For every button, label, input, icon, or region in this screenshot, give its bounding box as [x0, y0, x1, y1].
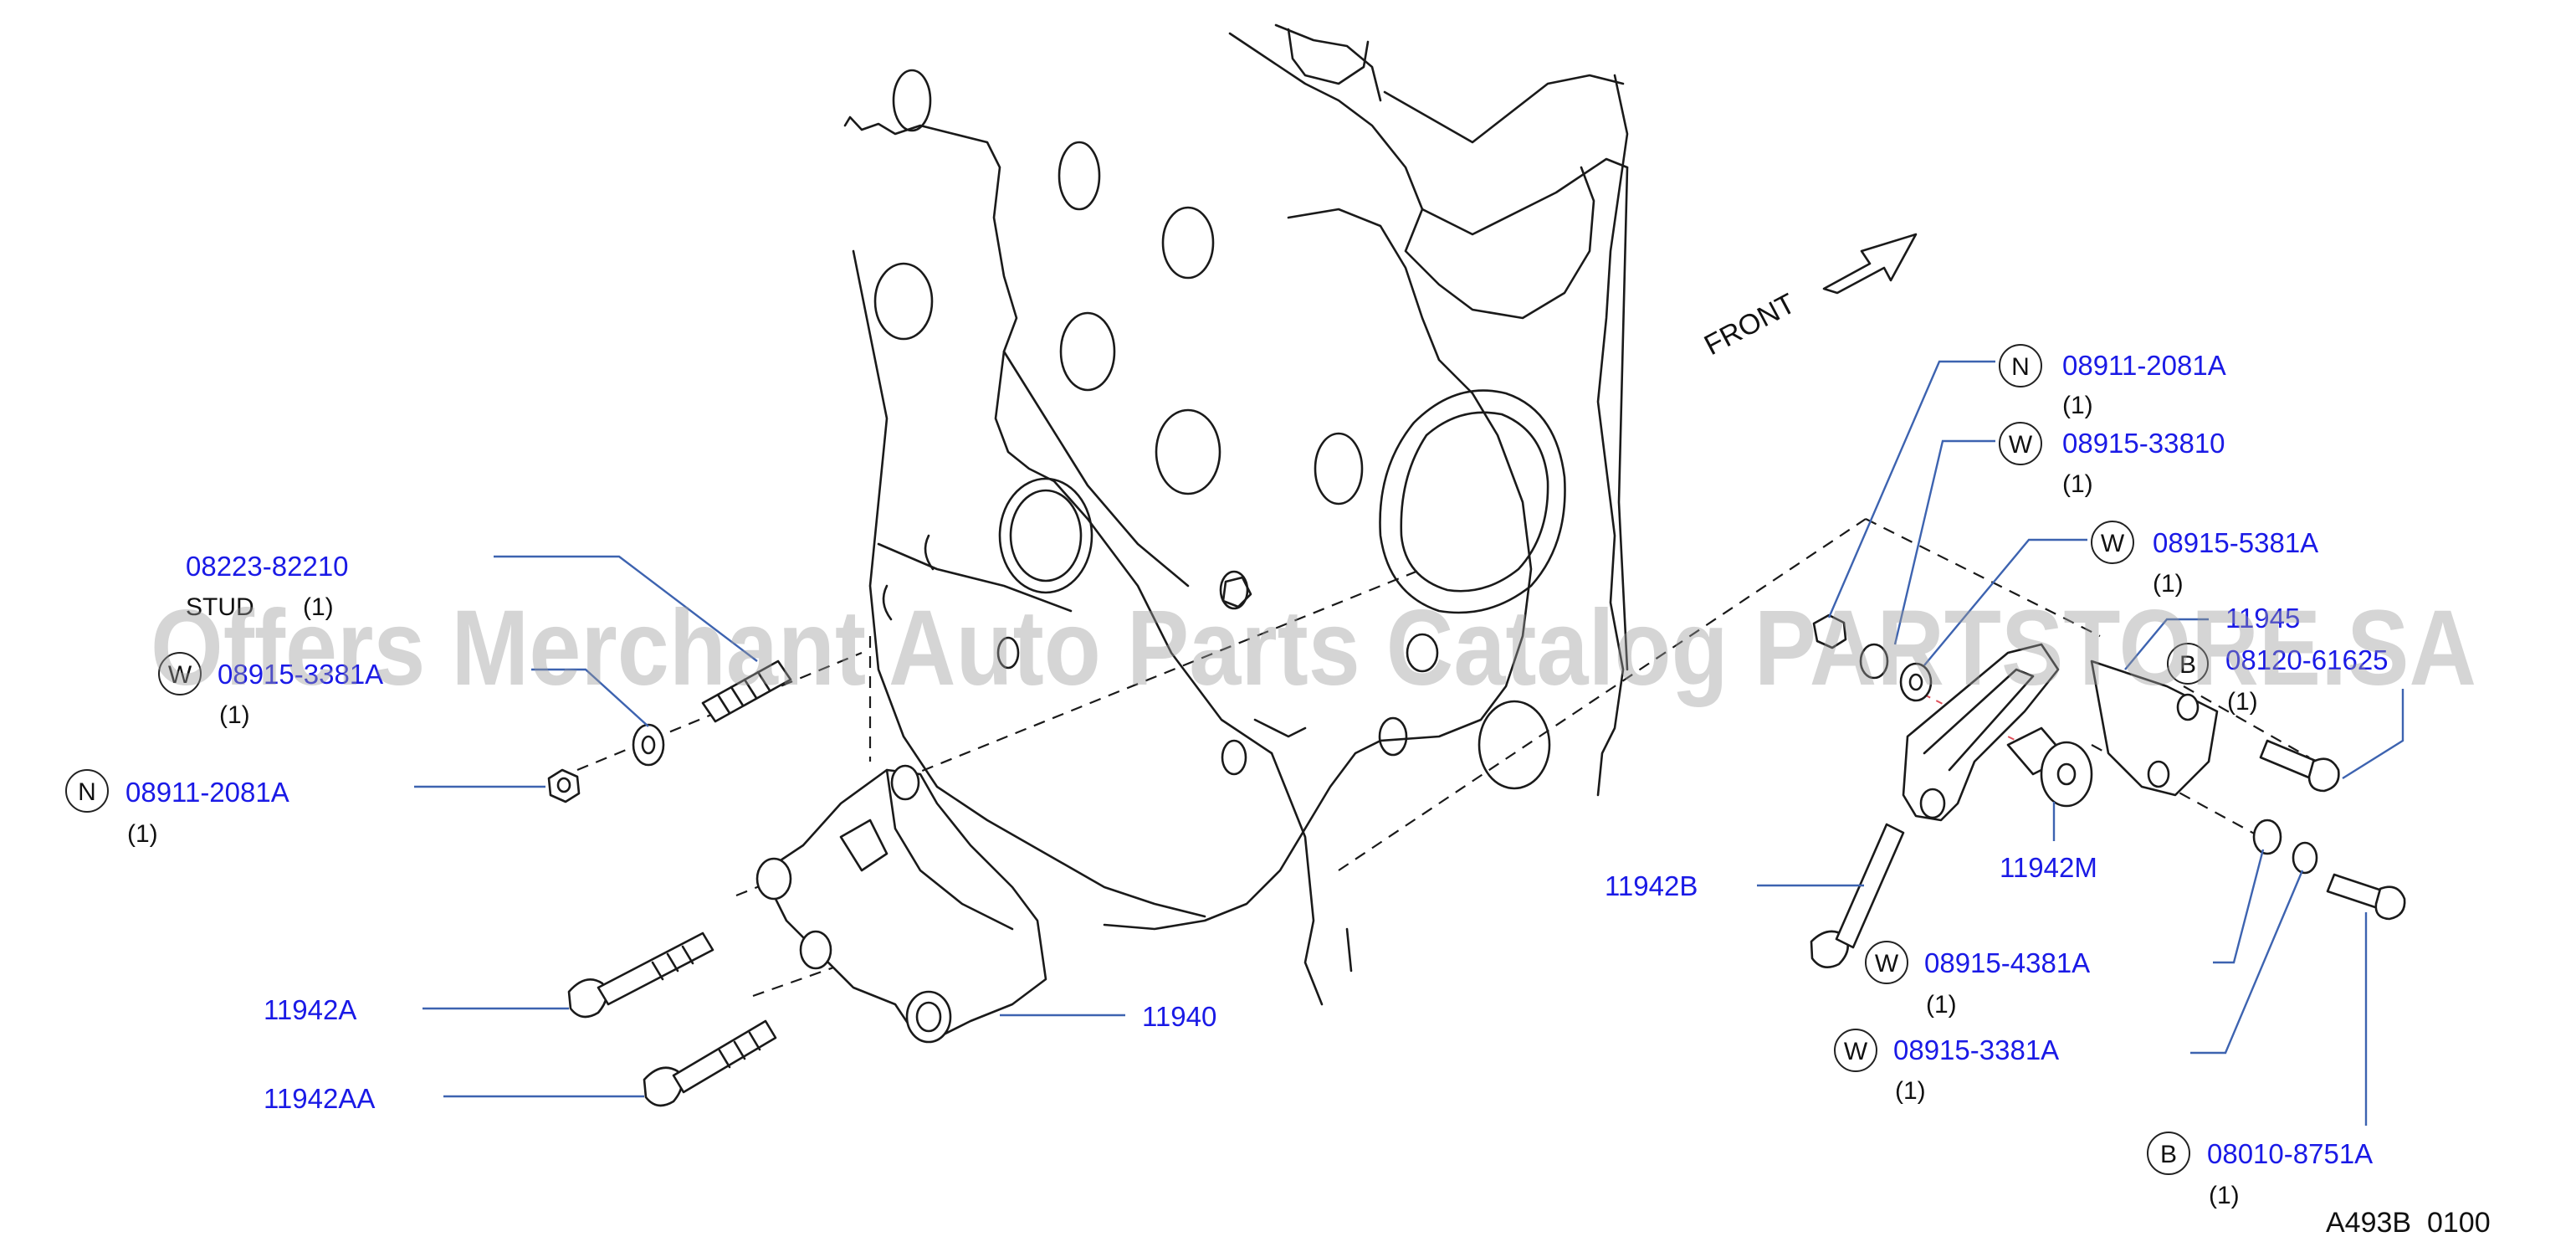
right-hardware-drawing	[1810, 613, 2406, 968]
part-description: STUD	[186, 593, 254, 621]
callout-right-washer-mid[interactable]: W 08915-5381A (1)	[2091, 521, 2318, 598]
part-number-08915-33810[interactable]: 08915-33810	[2062, 428, 2225, 459]
callout-washer-3381a[interactable]: W 08915-3381A (1)	[1834, 1029, 2059, 1105]
part-number-08915-3381a[interactable]: 08915-3381A	[218, 659, 383, 690]
part-quantity: (1)	[2153, 570, 2184, 598]
callout-bracket-11945[interactable]: 11945	[2225, 603, 2300, 634]
part-number-11942m[interactable]: 11942M	[2000, 852, 2097, 883]
part-number-08915-4381a[interactable]: 08915-4381A	[1924, 947, 2090, 978]
washer-badge-icon	[1834, 1029, 1877, 1072]
badge-letter: N	[78, 778, 96, 806]
part-number-08223-82210[interactable]: 08223-82210	[186, 551, 349, 582]
nut-badge-icon	[1999, 344, 2042, 387]
part-quantity: (1)	[1926, 991, 1957, 1019]
callout-right-nut[interactable]: N 08911-2081A (1)	[1999, 344, 2226, 419]
washer-badge-icon	[158, 652, 202, 695]
part-quantity: (1)	[219, 701, 250, 729]
callout-washer-4381a[interactable]: W 08915-4381A (1)	[1865, 941, 2090, 1019]
engine-block-drawing	[843, 23, 1629, 1006]
part-quantity: (1)	[2062, 470, 2093, 498]
badge-letter: W	[1875, 950, 1899, 978]
part-number-08010-8751a[interactable]: 08010-8751A	[2207, 1138, 2373, 1169]
callout-pulley-11942m[interactable]: 11942M	[2000, 852, 2097, 883]
badge-letter: B	[2179, 651, 2196, 679]
part-number-08120-61625[interactable]: 08120-61625	[2225, 644, 2389, 675]
part-quantity: (1)	[2227, 688, 2258, 716]
callout-left-stud[interactable]: 08223-82210 STUD (1)	[186, 551, 349, 621]
badge-letter: B	[2160, 1141, 2177, 1168]
part-number-11940[interactable]: 11940	[1142, 1001, 1216, 1032]
callout-right-washer-top[interactable]: W 08915-33810 (1)	[1999, 422, 2225, 498]
callout-left-nut[interactable]: N 08911-2081A (1)	[65, 769, 289, 848]
front-label: FRONT	[1699, 288, 1800, 362]
part-quantity: (1)	[127, 820, 158, 848]
badge-letter: W	[2009, 431, 2033, 459]
part-number-08911-2081a[interactable]: 08911-2081A	[125, 777, 289, 808]
diagram-code: A493B 0100	[2326, 1207, 2491, 1239]
part-number-11942aa[interactable]: 11942AA	[264, 1083, 375, 1114]
part-quantity: (1)	[303, 593, 334, 621]
callout-bolt-08010[interactable]: B 08010-8751A (1)	[2147, 1132, 2373, 1209]
callout-bolt-11942a[interactable]: 11942A	[264, 994, 356, 1025]
badge-letter: N	[2011, 353, 2030, 381]
callout-bolt-11942b[interactable]: 11942B	[1605, 870, 1698, 901]
part-number-08915-3381a[interactable]: 08915-3381A	[1893, 1034, 2059, 1065]
left-hardware-drawing	[547, 659, 1047, 1107]
part-number-11942b[interactable]: 11942B	[1605, 870, 1698, 901]
badge-letter: W	[168, 661, 192, 689]
badge-letter: W	[2101, 530, 2125, 557]
bolt-badge-icon	[2167, 643, 2209, 685]
leader-lines	[414, 360, 2404, 1126]
part-quantity: (1)	[2062, 392, 2093, 419]
callout-bolt-11942aa[interactable]: 11942AA	[264, 1083, 375, 1114]
badge-letter: W	[1844, 1038, 1868, 1065]
watermark: Offers Merchant Auto Parts Catalog PARTS…	[151, 588, 2476, 708]
washer-badge-icon	[1865, 941, 1908, 984]
callout-bolt-08120[interactable]: B 08120-61625 (1)	[2167, 643, 2389, 716]
part-number-11942a[interactable]: 11942A	[264, 994, 356, 1025]
nut-badge-icon	[65, 769, 109, 813]
part-number-11945[interactable]: 11945	[2225, 603, 2300, 634]
bolt-badge-icon	[2147, 1132, 2190, 1175]
front-direction-indicator: FRONT	[1699, 233, 1918, 362]
part-quantity: (1)	[2209, 1182, 2240, 1209]
part-number-08915-5381a[interactable]: 08915-5381A	[2153, 527, 2318, 558]
part-quantity: (1)	[1895, 1077, 1926, 1105]
washer-badge-icon	[2091, 521, 2134, 564]
callout-left-washer[interactable]: W 08915-3381A (1)	[158, 652, 383, 729]
front-arrow-icon	[1822, 233, 1918, 295]
callout-bracket-11940[interactable]: 11940	[1142, 1001, 1216, 1032]
washer-badge-icon	[1999, 422, 2042, 465]
part-number-08911-2081a[interactable]: 08911-2081A	[2062, 350, 2226, 381]
